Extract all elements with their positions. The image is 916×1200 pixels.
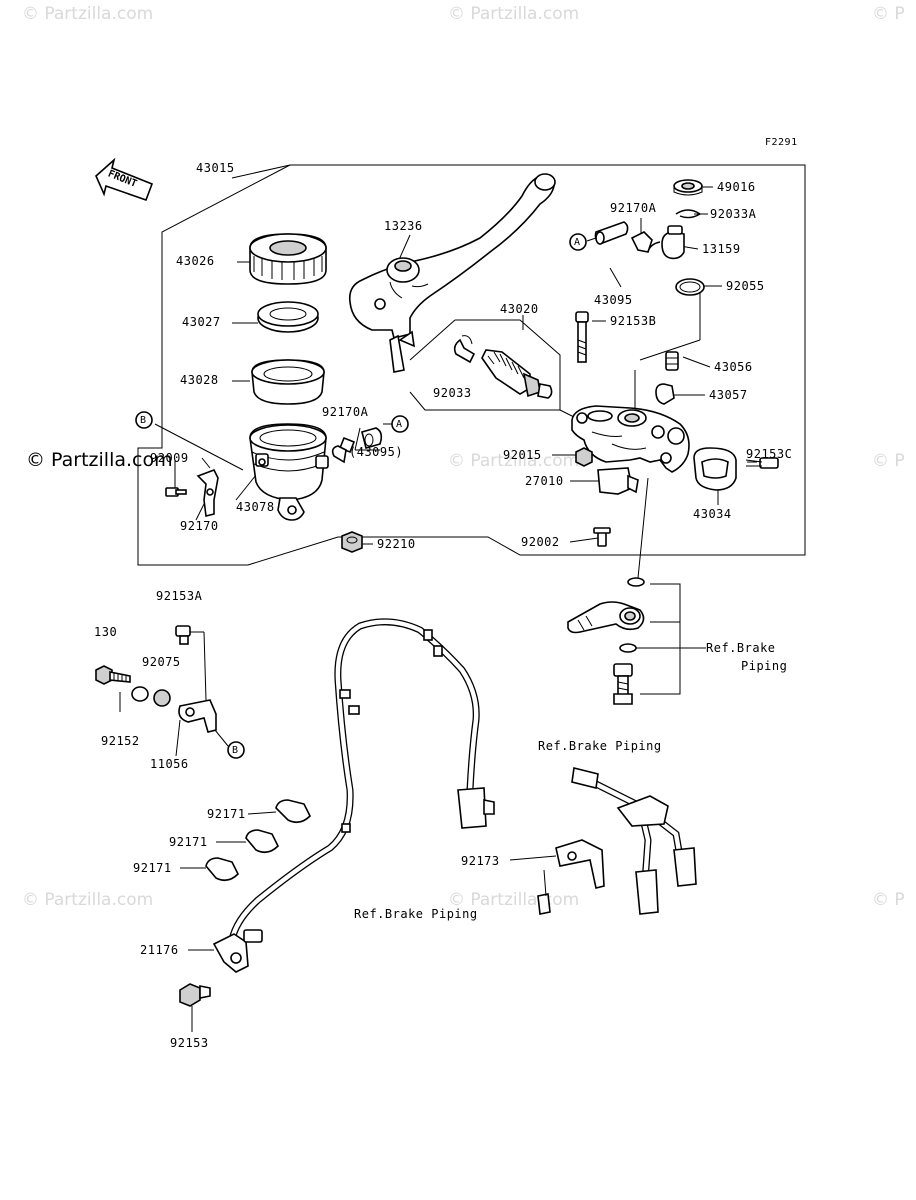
marker-b: B [232, 745, 239, 756]
ref-brake-piping[interactable]: Ref.Brake [706, 641, 776, 655]
lower-bracket-parts [95, 625, 229, 757]
diaphragm-plate [257, 301, 319, 333]
brake-lever [348, 173, 556, 373]
marker-a: A [396, 419, 403, 430]
part-label-92002[interactable]: 92002 [521, 535, 560, 549]
nut-92210 [341, 531, 363, 553]
part-label-43026[interactable]: 43026 [176, 254, 215, 268]
handlebar-clamp [693, 447, 779, 491]
part-label-92015[interactable]: 92015 [503, 448, 542, 462]
front-arrow-icon: FRONT [95, 157, 154, 202]
reservoir-hose-fittings [594, 179, 705, 296]
watermark: © Partzilla.com [22, 4, 154, 24]
ref-brake-piping[interactable]: Ref.Brake Piping [354, 907, 478, 921]
diaphragm [251, 359, 325, 405]
part-label-92210[interactable]: 92210 [377, 537, 416, 551]
watermark: © Partzilla.com [448, 451, 580, 471]
part-label-92153c[interactable]: 92153C [746, 447, 793, 461]
sensor-cable [228, 618, 495, 944]
part-label-92153[interactable]: 92153 [170, 1036, 209, 1050]
part-label-13236[interactable]: 13236 [384, 219, 423, 233]
part-label-92009[interactable]: 92009 [150, 451, 189, 465]
assembly-outline [137, 164, 806, 566]
bracket-92170 [165, 468, 219, 517]
watermark: © Partzilla.com [22, 890, 154, 910]
master-cylinder-body [571, 405, 690, 473]
marker-a: A [574, 237, 581, 248]
ref-brake-piping[interactable]: Piping [741, 659, 788, 673]
part-label-43015[interactable]: 43015 [196, 161, 235, 175]
watermark: © Partzilla.com [26, 449, 173, 471]
piston-assembly [453, 335, 553, 399]
part-label-11056[interactable]: 11056 [150, 757, 189, 771]
part-label-21176[interactable]: 21176 [140, 943, 179, 957]
part-label-92033a[interactable]: 92033A [710, 207, 757, 221]
part-label-43095[interactable]: 43095 [594, 293, 633, 307]
brake-switch-parts [575, 447, 639, 547]
part-label-43028[interactable]: 43028 [180, 373, 219, 387]
part-label-92033[interactable]: 92033 [433, 386, 472, 400]
bleeder-valve [655, 351, 679, 405]
part-label-130[interactable]: 130 [94, 625, 118, 639]
part-label-92170[interactable]: 92170 [180, 519, 219, 533]
part-label-43020[interactable]: 43020 [500, 302, 539, 316]
watermark: © P [872, 451, 905, 471]
figure-code: F2291 [765, 137, 798, 148]
banjo-fitting [567, 577, 645, 705]
reference-markers [135, 233, 587, 759]
bolt-92153b [575, 311, 589, 363]
part-label-43057[interactable]: 43057 [709, 388, 748, 402]
part-label-92075[interactable]: 92075 [142, 655, 181, 669]
watermark: © P [872, 890, 905, 910]
part-label-92171[interactable]: 92171 [133, 861, 172, 875]
part-label-92171[interactable]: 92171 [169, 835, 208, 849]
part-label-13159[interactable]: 13159 [702, 242, 741, 256]
part-label-43078[interactable]: 43078 [236, 500, 275, 514]
part-label-92173[interactable]: 92173 [461, 854, 500, 868]
part-label-92153a[interactable]: 92153A [156, 589, 203, 603]
part-label-92152[interactable]: 92152 [101, 734, 140, 748]
speed-sensor [179, 929, 263, 1032]
part-label-43056[interactable]: 43056 [714, 360, 753, 374]
clamp-and-hose-mid [331, 427, 383, 464]
reservoir-tank [249, 423, 329, 521]
ref-brake-piping[interactable]: Ref.Brake Piping [538, 739, 662, 753]
cable-clips [180, 799, 311, 882]
part-label-43027[interactable]: 43027 [182, 315, 221, 329]
reservoir-cap [249, 233, 327, 285]
part-label-92170a[interactable]: 92170A [610, 201, 657, 215]
part-label-43095[interactable]: (43095) [349, 445, 404, 459]
part-label-49016[interactable]: 49016 [717, 180, 756, 194]
watermark: © Partzilla.com [448, 4, 580, 24]
part-label-92153b[interactable]: 92153B [610, 314, 657, 328]
watermark: © P [872, 4, 905, 24]
part-label-92171[interactable]: 92171 [207, 807, 246, 821]
part-label-92055[interactable]: 92055 [726, 279, 765, 293]
marker-b: B [140, 415, 147, 426]
part-label-27010[interactable]: 27010 [525, 474, 564, 488]
part-label-92170a[interactable]: 92170A [322, 405, 369, 419]
part-label-43034[interactable]: 43034 [693, 507, 732, 521]
brake-pipe-joint [509, 767, 697, 915]
